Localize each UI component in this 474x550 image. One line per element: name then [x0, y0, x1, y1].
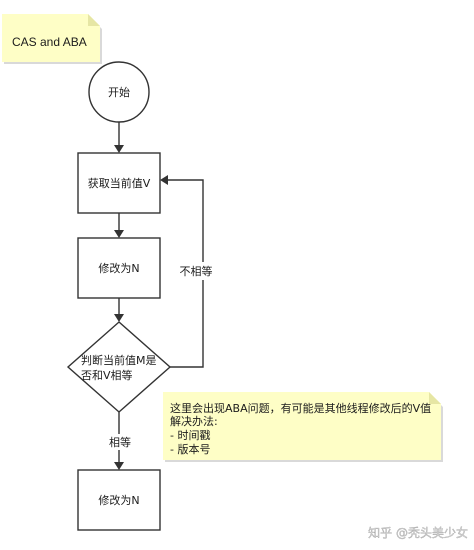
title-note-text: CAS and ABA: [12, 35, 87, 49]
get-value-label: 获取当前值V: [88, 176, 151, 190]
edge-equal-label-bg: [106, 434, 134, 450]
aba-note-line: - 时间戳: [170, 429, 210, 442]
get-value-node: 获取当前值V: [77, 152, 161, 214]
title-note-body: [2, 14, 100, 62]
aba-sticky-note: 这里会出现ABA问题，有可能是其他线程修改后的V值 解决办法: - 时间戳 - …: [163, 392, 443, 462]
title-sticky-note: CAS and ABA: [2, 14, 102, 64]
decision-label-line-2: 否和V相等: [81, 368, 133, 382]
decision-diamond: [66, 321, 172, 413]
edge-not-equal-label: 不相等: [180, 264, 213, 278]
title-note-fold: [88, 14, 100, 26]
aba-note-line: 解决办法:: [170, 414, 218, 428]
edge-get-value-to-modify: [114, 213, 124, 238]
watermark-text: 知乎 @秃头美少女: [368, 525, 468, 540]
get-value-box: [77, 152, 161, 214]
arrow-head-down-icon: [114, 462, 124, 470]
start-label: 开始: [108, 85, 130, 99]
arrow-head-down-icon: [114, 145, 124, 153]
decision-label-line-1: 判断当前值M是: [81, 353, 157, 367]
modify-first-label: 修改为N: [98, 261, 139, 275]
aba-note-line: 这里会出现ABA问题，有可能是其他线程修改后的V值: [170, 401, 431, 415]
modify-first-node: 修改为N: [77, 237, 161, 299]
modify-second-box: [77, 469, 161, 531]
edge-equal: 相等: [106, 412, 134, 470]
modify-first-box: [77, 237, 161, 299]
edge-equal-label: 相等: [109, 435, 131, 449]
modify-second-label: 修改为N: [98, 493, 139, 507]
edge-modify-to-decision: [114, 298, 124, 322]
aba-note-body: [163, 392, 441, 460]
edge-not-equal-label-bg: [178, 262, 214, 280]
aba-note-fold: [429, 392, 441, 404]
edge-not-equal-loop: 不相等: [160, 175, 214, 368]
decision-node: 判断当前值M是 否和V相等: [66, 321, 172, 413]
edge-start-to-get-value: [114, 122, 124, 153]
modify-second-node: 修改为N: [77, 469, 161, 531]
start-node: 开始: [88, 61, 150, 123]
aba-note-line: - 版本号: [170, 442, 210, 456]
arrow-head-left-icon: [160, 175, 168, 185]
arrow-head-down-icon: [114, 230, 124, 238]
arrow-head-down-icon: [114, 314, 124, 322]
